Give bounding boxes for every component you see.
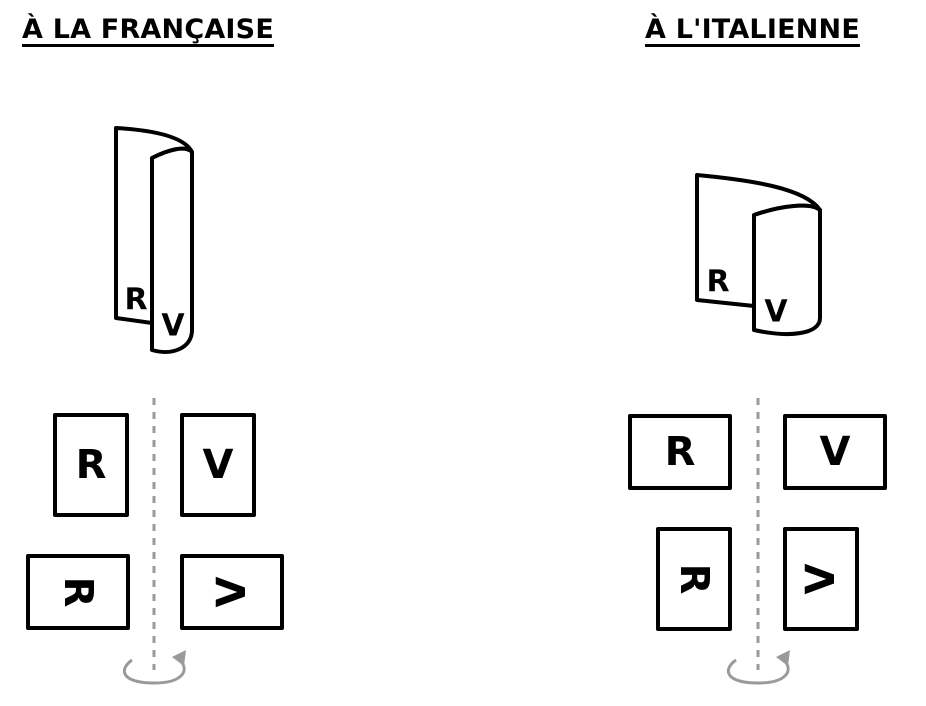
heading-a-l-italienne: À L'ITALIENNE	[645, 14, 860, 45]
francaise-folded-sheet-icon: R V	[114, 126, 194, 354]
italienne-fold-verso-label: V	[764, 295, 788, 330]
francaise-fold-verso-label: V	[161, 309, 185, 344]
svg-text:V: V	[820, 429, 851, 475]
francaise-page-verso: V	[180, 413, 256, 517]
italienne-page-verso-rotated: V	[783, 527, 859, 631]
svg-text:R: R	[76, 442, 107, 488]
svg-text:V: V	[203, 442, 234, 488]
francaise-page-recto: R	[53, 413, 129, 517]
francaise-page-recto-rotated: R	[26, 554, 130, 630]
italienne-page-recto: R	[628, 414, 732, 490]
italienne-rotation-arrow-icon	[726, 650, 790, 685]
italienne-folded-sheet-icon: R V	[695, 173, 822, 336]
francaise-rotation-arrow-icon	[122, 650, 186, 685]
francaise-page-verso-rotated: V	[180, 554, 284, 630]
italienne-front-page	[752, 203, 822, 336]
heading-a-la-francaise: À LA FRANÇAISE	[22, 14, 274, 45]
svg-text:R: R	[665, 429, 696, 475]
svg-text:V: V	[798, 563, 844, 594]
francaise-fold-recto-label: R	[124, 283, 147, 318]
italienne-page-recto-rotated: R	[656, 527, 732, 631]
italienne-fold-recto-label: R	[706, 265, 729, 300]
svg-text:R: R	[55, 577, 101, 608]
italienne-page-verso: V	[783, 414, 887, 490]
svg-text:V: V	[209, 576, 255, 607]
francaise-front-page	[150, 146, 194, 354]
svg-text:R: R	[671, 564, 717, 595]
